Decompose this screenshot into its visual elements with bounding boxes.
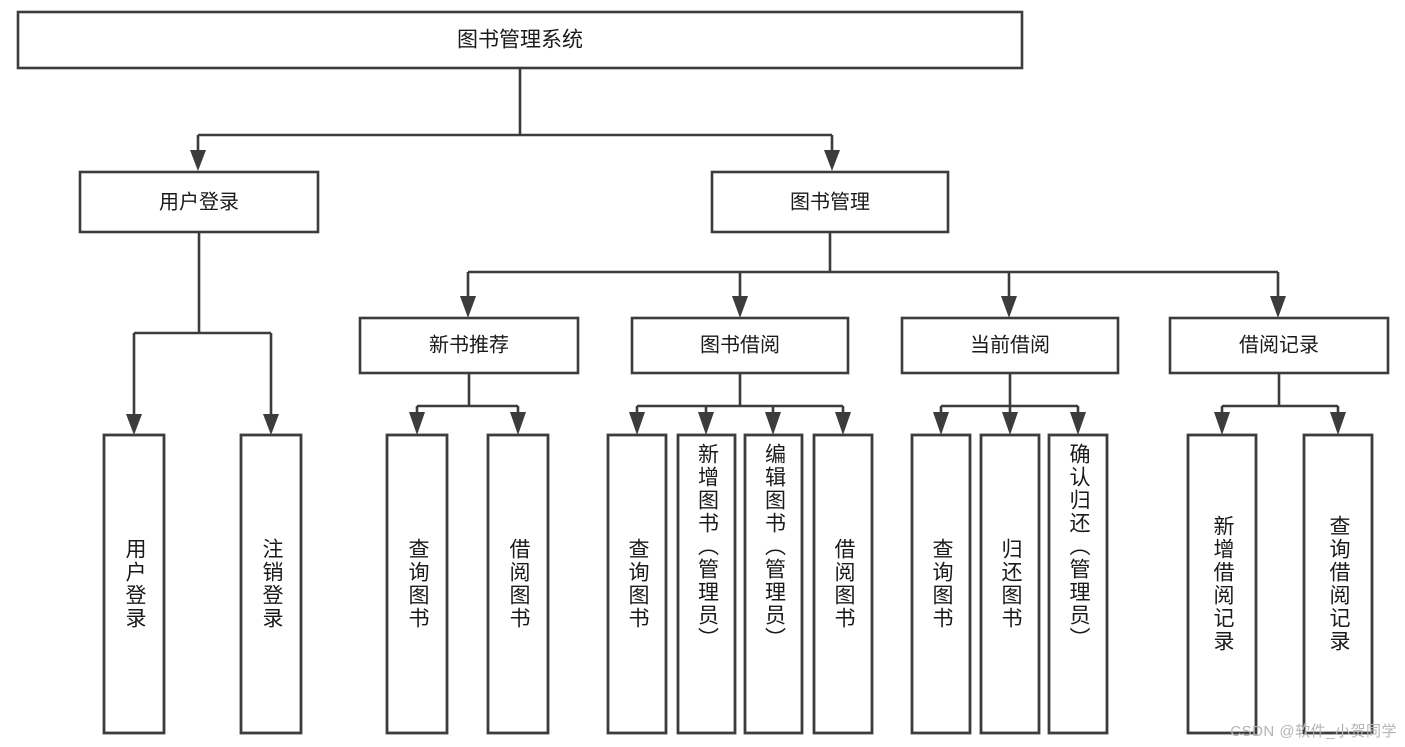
arrow-head-icon	[824, 150, 840, 171]
node-root-system-box	[16, 10, 1024, 70]
arrow-head-icon	[1070, 412, 1086, 435]
node-user-login-label: 用户登录	[159, 190, 239, 213]
arrow-head-icon	[409, 412, 425, 435]
leaf-box-query-book-1[interactable]	[385, 433, 449, 735]
arrow-head-icon	[510, 412, 526, 435]
connector-current-borrow-to-leaves	[933, 373, 1086, 435]
leaf-box-add-book-admin[interactable]	[676, 433, 737, 735]
node-current-borrow[interactable]: 当前借阅	[900, 316, 1120, 375]
node-user-login-box	[78, 170, 320, 234]
node-user-login[interactable]: 用户登录	[78, 170, 320, 234]
leaf-box-query-borrow-record[interactable]	[1302, 433, 1374, 735]
connector-borrow-record-to-leaves	[1214, 373, 1346, 435]
leaf-box-confirm-return-admin[interactable]	[1047, 433, 1109, 735]
connector-book-management-to-level2	[460, 232, 1286, 318]
node-book-borrow[interactable]: 图书借阅	[630, 316, 850, 375]
arrow-head-icon	[1270, 296, 1286, 318]
arrow-head-icon	[460, 296, 476, 318]
arrow-head-icon	[933, 412, 949, 435]
leaf-box-user-login[interactable]	[102, 433, 166, 735]
arrow-head-icon	[732, 296, 748, 318]
node-borrow-record[interactable]: 借阅记录	[1168, 316, 1390, 375]
node-root-system-label: 图书管理系统	[457, 29, 583, 52]
watermark-text: CSDN @软件_小贺同学	[1230, 723, 1397, 740]
arrow-head-icon	[1330, 412, 1346, 435]
arrow-head-icon	[835, 412, 851, 435]
arrow-head-icon	[1002, 412, 1018, 435]
leaf-box-add-borrow-record[interactable]	[1186, 433, 1258, 735]
node-new-book-recommend-box	[358, 316, 580, 375]
arrow-head-icon	[263, 414, 279, 435]
leaf-box-borrow-book-1[interactable]	[486, 433, 550, 735]
node-new-book-recommend[interactable]: 新书推荐	[358, 316, 580, 375]
connector-book-borrow-to-leaves	[629, 373, 851, 435]
arrow-head-icon	[1001, 296, 1017, 318]
connector-root-to-level1	[190, 68, 840, 171]
arrow-head-icon	[1214, 412, 1230, 435]
leaf-box-query-book-2[interactable]	[606, 433, 668, 735]
arrow-head-icon	[126, 414, 142, 435]
node-new-book-recommend-label: 新书推荐	[429, 333, 509, 356]
node-current-borrow-box	[900, 316, 1120, 375]
leaf-box-return-book[interactable]	[979, 433, 1041, 735]
arrow-head-icon	[765, 412, 781, 435]
arrow-head-icon	[629, 412, 645, 435]
node-borrow-record-label: 借阅记录	[1239, 333, 1319, 356]
arrow-head-icon	[698, 412, 714, 435]
arrow-head-icon	[190, 150, 206, 171]
node-root-system[interactable]: 图书管理系统	[16, 10, 1024, 70]
leaf-box-edit-book-admin[interactable]	[743, 433, 804, 735]
node-book-borrow-label: 图书借阅	[700, 333, 780, 356]
node-current-borrow-label: 当前借阅	[970, 333, 1050, 356]
connector-user-login-to-leaves	[126, 232, 279, 435]
leaf-box-logout[interactable]	[239, 433, 303, 735]
node-book-management[interactable]: 图书管理	[710, 170, 950, 234]
node-book-management-label: 图书管理	[790, 190, 870, 213]
connector-new-book-recommend-to-leaves	[409, 373, 526, 435]
leaf-box-query-book-3[interactable]	[910, 433, 972, 735]
leaf-box-borrow-book-2[interactable]	[812, 433, 874, 735]
